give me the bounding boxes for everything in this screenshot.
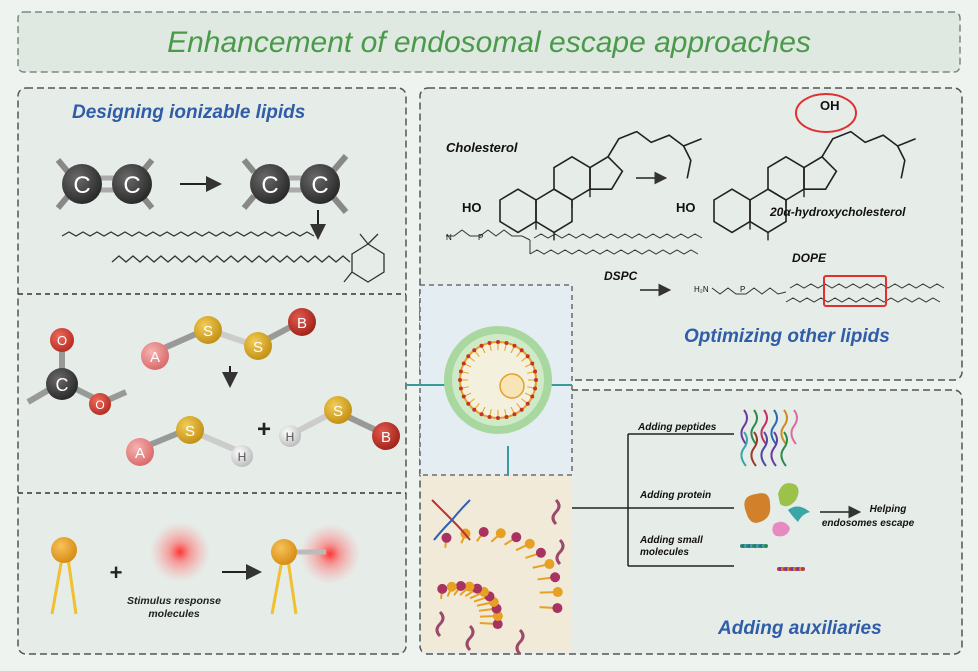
cholesterol-structure	[499, 130, 702, 241]
hydroxycholesterol-structure	[713, 130, 916, 241]
p-label: P	[478, 233, 483, 242]
sulfur-label: S	[203, 323, 213, 340]
title-box	[17, 11, 961, 73]
thiol-a: A S H	[126, 416, 253, 467]
diagram-title: Enhancement of endosomal escape approach…	[167, 26, 811, 59]
plus-sign: +	[257, 416, 271, 443]
double-bond-highlight	[823, 275, 887, 307]
left-panel	[17, 87, 407, 655]
dope-structure	[711, 283, 945, 303]
auxiliaries-heading: Adding auxiliaries	[717, 618, 882, 639]
sulfur-label: S	[333, 403, 343, 420]
sulfur-label: S	[253, 339, 263, 356]
ho-label: HO	[462, 200, 482, 215]
atom-b-label: B	[297, 315, 307, 332]
branch-protein-label: Adding protein	[639, 490, 711, 501]
lipid-nanoparticle	[444, 326, 552, 434]
hydroxycholesterol-label: 20α-hydroxycholesterol	[769, 205, 906, 219]
retinoid-ring	[343, 233, 385, 283]
nplus-label: N	[446, 233, 452, 242]
dspc-label: DSPC	[604, 269, 638, 283]
atom-a-label: A	[150, 349, 160, 366]
carbon-label: C	[261, 172, 278, 199]
small-molecules	[740, 544, 805, 571]
thiol-b: H S B	[279, 396, 400, 450]
atom-a-label: A	[135, 445, 145, 462]
result-label-2: endosomes escape	[822, 518, 915, 529]
sulfur-label: S	[185, 423, 195, 440]
lnp-zoom	[435, 498, 565, 656]
oxygen-label: O	[95, 398, 104, 412]
oh-highlight	[795, 93, 857, 133]
oxygen-label: O	[57, 333, 67, 348]
double-bond-molecule-2: C C	[241, 154, 349, 214]
hydrogen-label: H	[238, 450, 247, 464]
peptide-strands	[740, 409, 798, 467]
retinoid-chain	[111, 255, 351, 263]
carbon-label: C	[56, 375, 69, 395]
dope-label: DOPE	[792, 251, 827, 265]
carbon-label: C	[73, 172, 90, 199]
ionizable-lipids-heading: Designing ionizable lipids	[72, 102, 305, 123]
atom-b-label: B	[381, 429, 391, 446]
plus-sign: +	[110, 560, 123, 585]
stimulus-label-1: Stimulus response	[127, 595, 221, 607]
h2n-label: H₂N	[694, 285, 709, 294]
result-label-1: Helping	[870, 504, 907, 515]
branch-small-label-1: Adding small	[639, 535, 703, 546]
protein-shapes	[744, 483, 810, 537]
stimulus-label-2: molecules	[148, 608, 200, 620]
double-bond-molecule-1: C C	[55, 158, 155, 210]
dna-helix	[431, 499, 471, 541]
linoleyl-chain	[61, 231, 315, 237]
stimulus-glow	[150, 522, 210, 582]
ho-label: HO	[676, 200, 696, 215]
carbon-label: C	[311, 172, 328, 199]
carboxyl-group: O C O	[26, 328, 128, 415]
hydrogen-label: H	[286, 430, 295, 444]
lipid-molecule	[50, 537, 78, 615]
p-label: P	[740, 285, 745, 294]
disulfide-molecule: A S S B	[141, 308, 316, 370]
cholesterol-label: Cholesterol	[446, 140, 518, 155]
other-lipids-heading: Optimizing other lipids	[684, 326, 890, 347]
oh-label: OH	[820, 98, 840, 113]
carbon-label: C	[123, 172, 140, 199]
branch-peptides-label: Adding peptides	[637, 422, 717, 433]
branch-small-label-2: molecules	[640, 547, 689, 558]
lipid-with-stimulus	[270, 524, 360, 615]
dspc-structure	[446, 229, 703, 255]
